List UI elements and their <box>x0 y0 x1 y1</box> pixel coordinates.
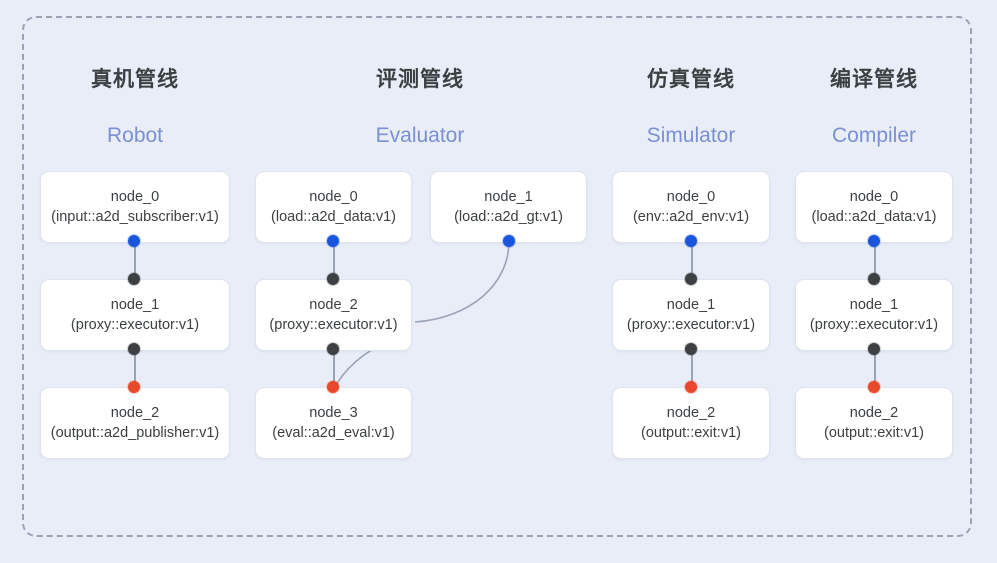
edge-simulator-1-to-2 <box>691 348 693 388</box>
node-evaluator-3-spec: (eval::a2d_eval:v1) <box>272 424 395 441</box>
port-dot-evaluator-2-output[interactable] <box>327 343 339 355</box>
column-title-cn-robot: 真机管线 <box>91 68 179 91</box>
port-dot-compiler-0-output[interactable] <box>868 235 880 247</box>
node-evaluator-2[interactable]: node_2 (proxy::executor:v1) <box>255 279 412 351</box>
node-simulator-2-spec: (output::exit:v1) <box>641 424 741 441</box>
column-title-cn-evaluator: 评测管线 <box>376 68 464 91</box>
edge-robot-1-to-2 <box>134 348 136 388</box>
column-title-en-compiler: Compiler <box>831 124 917 147</box>
diagram-dashed-frame <box>22 16 972 537</box>
column-title-cn-compiler: 编译管线 <box>830 68 918 91</box>
node-compiler-2-spec: (output::exit:v1) <box>824 424 924 441</box>
column-title-cn-simulator: 仿真管线 <box>647 68 735 91</box>
port-dot-robot-1-output[interactable] <box>128 343 140 355</box>
port-dot-simulator-1-input[interactable] <box>685 273 697 285</box>
edge-robot-0-to-1 <box>134 241 136 281</box>
column-title-en-simulator: Simulator <box>646 124 736 147</box>
node-evaluator-0-spec: (load::a2d_data:v1) <box>271 208 396 225</box>
node-simulator-1-name: node_1 <box>666 296 716 313</box>
node-robot-1-spec: (proxy::executor:v1) <box>70 316 200 333</box>
edge-compiler-1-to-2 <box>874 348 876 388</box>
node-robot-0-name: node_0 <box>110 188 160 205</box>
node-robot-1-name: node_1 <box>110 296 160 313</box>
node-compiler-0[interactable]: node_0 (load::a2d_data:v1) <box>795 171 953 243</box>
node-robot-2-name: node_2 <box>110 404 160 421</box>
node-evaluator-2-name: node_2 <box>309 296 358 313</box>
port-dot-evaluator-1-output[interactable] <box>503 235 515 247</box>
node-evaluator-0[interactable]: node_0 (load::a2d_data:v1) <box>255 171 412 243</box>
node-simulator-0-spec: (env::a2d_env:v1) <box>632 208 750 225</box>
port-dot-compiler-2-input[interactable] <box>868 381 880 393</box>
node-evaluator-2-spec: (proxy::executor:v1) <box>269 316 398 333</box>
node-compiler-0-spec: (load::a2d_data:v1) <box>811 208 937 225</box>
edge-evaluator-0-to-2 <box>333 241 335 281</box>
node-evaluator-1-spec: (load::a2d_gt:v1) <box>454 208 563 225</box>
column-title-en-robot: Robot <box>106 124 164 147</box>
node-simulator-2-name: node_2 <box>666 404 716 421</box>
port-dot-compiler-1-output[interactable] <box>868 343 880 355</box>
node-robot-2[interactable]: node_2 (output::a2d_publisher:v1) <box>40 387 230 459</box>
edge-simulator-0-to-1 <box>691 241 693 281</box>
node-simulator-1-spec: (proxy::executor:v1) <box>626 316 756 333</box>
node-compiler-2[interactable]: node_2 (output::exit:v1) <box>795 387 953 459</box>
node-evaluator-1[interactable]: node_1 (load::a2d_gt:v1) <box>430 171 587 243</box>
port-dot-robot-1-input[interactable] <box>128 273 140 285</box>
node-robot-0-spec: (input::a2d_subscriber:v1) <box>51 208 219 225</box>
port-dot-simulator-1-output[interactable] <box>685 343 697 355</box>
port-dot-simulator-0-output[interactable] <box>685 235 697 247</box>
port-dot-robot-2-input[interactable] <box>128 381 140 393</box>
node-evaluator-3-name: node_3 <box>309 404 358 421</box>
node-compiler-1[interactable]: node_1 (proxy::executor:v1) <box>795 279 953 351</box>
port-dot-evaluator-3-input[interactable] <box>327 381 339 393</box>
port-dot-evaluator-2-input[interactable] <box>327 273 339 285</box>
node-evaluator-3[interactable]: node_3 (eval::a2d_eval:v1) <box>255 387 412 459</box>
node-compiler-1-spec: (proxy::executor:v1) <box>809 316 939 333</box>
node-compiler-0-name: node_0 <box>849 188 899 205</box>
port-dot-simulator-2-input[interactable] <box>685 381 697 393</box>
node-simulator-0[interactable]: node_0 (env::a2d_env:v1) <box>612 171 770 243</box>
port-dot-compiler-1-input[interactable] <box>868 273 880 285</box>
node-simulator-2[interactable]: node_2 (output::exit:v1) <box>612 387 770 459</box>
node-robot-1[interactable]: node_1 (proxy::executor:v1) <box>40 279 230 351</box>
port-dot-evaluator-0-output[interactable] <box>327 235 339 247</box>
node-simulator-0-name: node_0 <box>666 188 716 205</box>
port-dot-robot-0-output[interactable] <box>128 235 140 247</box>
node-robot-2-spec: (output::a2d_publisher:v1) <box>50 424 220 441</box>
column-title-en-evaluator: Evaluator <box>375 124 465 147</box>
node-compiler-2-name: node_2 <box>849 404 899 421</box>
edge-evaluator-2-to-3 <box>333 348 335 388</box>
edge-compiler-0-to-1 <box>874 241 876 281</box>
node-evaluator-0-name: node_0 <box>309 188 358 205</box>
node-compiler-1-name: node_1 <box>849 296 899 313</box>
node-evaluator-1-name: node_1 <box>484 188 533 205</box>
node-robot-0[interactable]: node_0 (input::a2d_subscriber:v1) <box>40 171 230 243</box>
node-simulator-1[interactable]: node_1 (proxy::executor:v1) <box>612 279 770 351</box>
